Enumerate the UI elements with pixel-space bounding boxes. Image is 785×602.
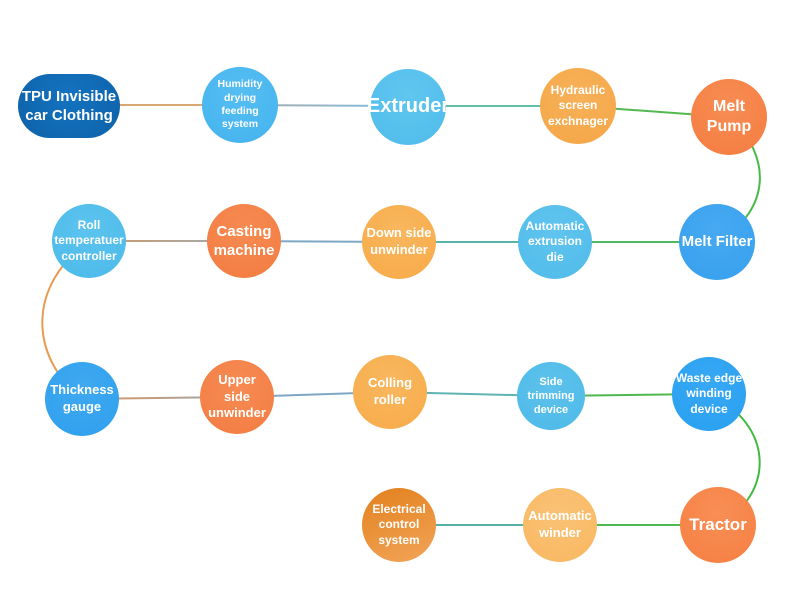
- node-automatic-extrusion-die: Automatic extrusion die: [518, 205, 592, 279]
- node-melt-filter: Melt Filter: [679, 204, 755, 280]
- node-upper-side-unwinder: Upper side unwinder: [200, 360, 274, 434]
- node-colling-roller: Colling roller: [353, 355, 427, 429]
- node-casting-machine: Casting machine: [207, 204, 281, 278]
- node-roll-temperatuer-controller: Roll temperatuer controller: [52, 204, 126, 278]
- node-hydraulic-screen-exchnager: Hydraulic screen exchnager: [540, 68, 616, 144]
- node-tractor: Tractor: [680, 487, 756, 563]
- node-waste-edge-winding-device: Waste edge winding device: [672, 357, 746, 431]
- node-side-trimming-device: Side trimming device: [517, 362, 585, 430]
- node-tpu-invisible-car-clothing: TPU Invisible car Clothing: [18, 74, 120, 138]
- node-melt-pump: Melt Pump: [691, 79, 767, 155]
- node-electrical-control-system: Electrical control system: [362, 488, 436, 562]
- node-humidity-drying-feeding-system: Humidity drying feeding system: [202, 67, 278, 143]
- node-down-side-unwinder: Down side unwinder: [362, 205, 436, 279]
- node-extruder: Extruder: [367, 69, 449, 145]
- node-automatic-winder: Automatic winder: [523, 488, 597, 562]
- node-thickness-gauge: Thickness gauge: [45, 362, 119, 436]
